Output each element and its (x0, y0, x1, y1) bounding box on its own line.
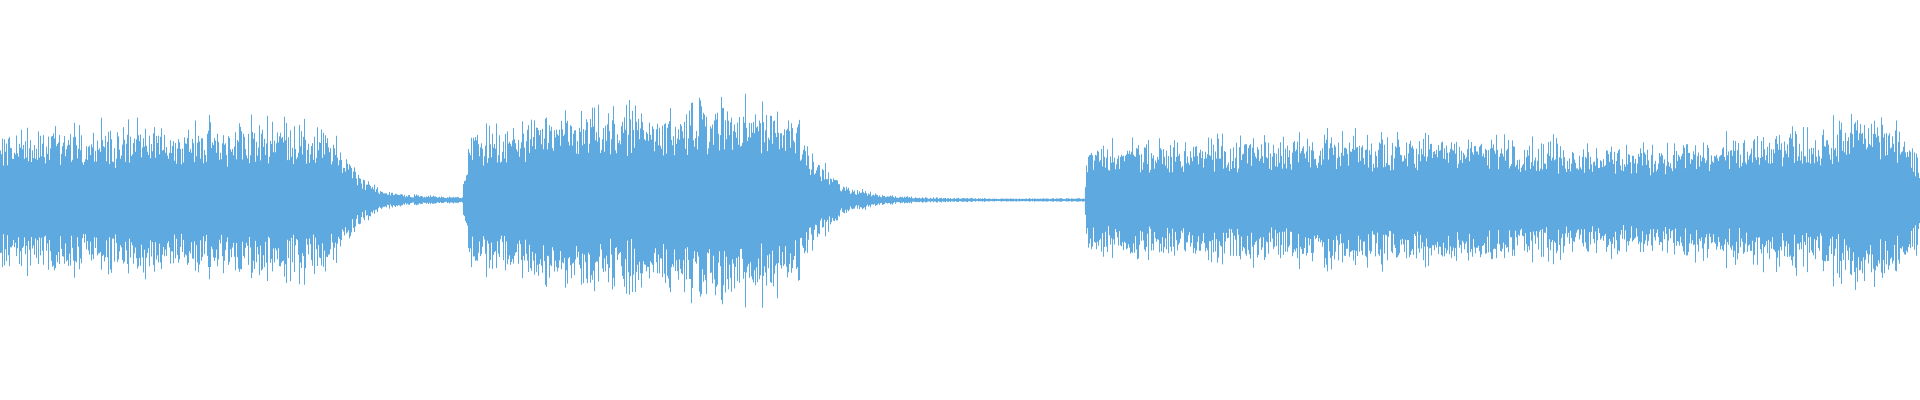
waveform-bars (0, 93, 1920, 308)
waveform-clip-3 (1084, 114, 1920, 290)
waveform-clip-2 (462, 93, 1086, 308)
